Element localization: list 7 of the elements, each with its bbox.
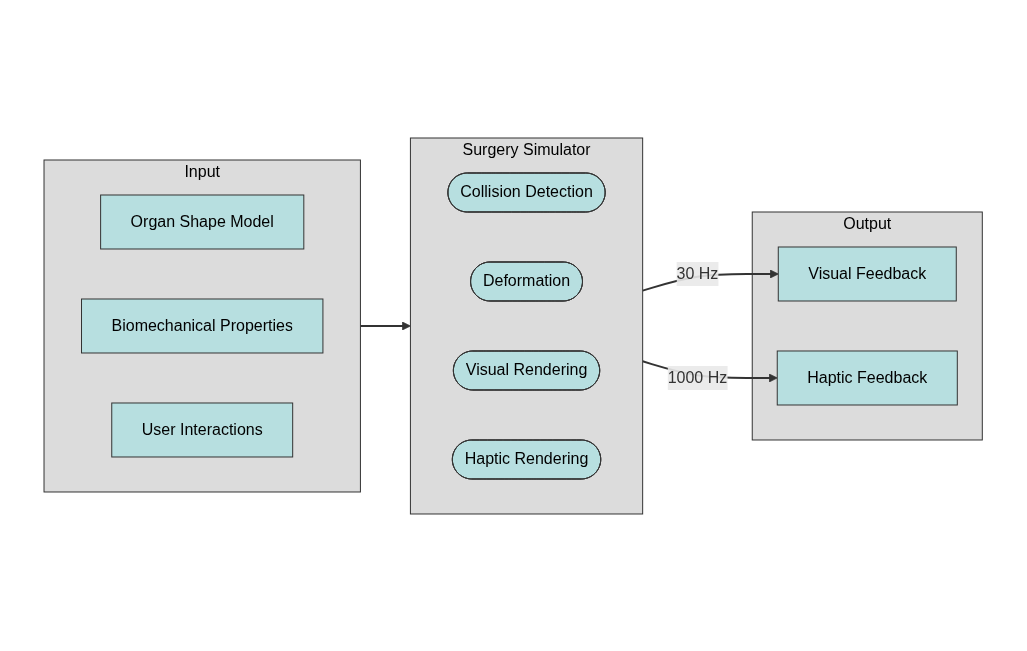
node-box: Haptic Feedback: [777, 350, 959, 405]
edge-label: 1000 Hz: [668, 368, 728, 386]
node-box: Visual Feedback: [778, 246, 958, 301]
edge-label: 30 Hz: [676, 264, 719, 282]
node-box: Biomechanical Properties: [81, 298, 324, 353]
node-box: User Interactions: [111, 402, 294, 457]
node-box: Organ Shape Model: [100, 194, 305, 249]
